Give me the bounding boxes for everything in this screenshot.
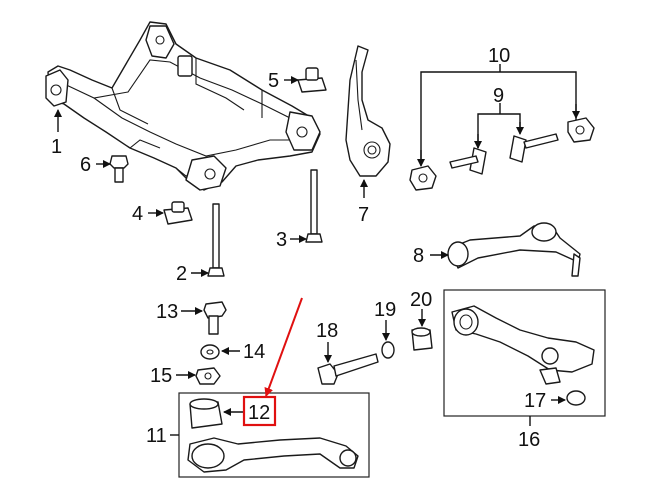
callout-19: 19: [374, 299, 396, 321]
callout-1: 1: [51, 136, 62, 158]
callout-3: 3: [276, 229, 287, 251]
callout-10: 10: [488, 45, 510, 67]
callout-12: 12: [248, 402, 270, 424]
callout-17: 17: [524, 390, 546, 412]
hardware-10-9: [409, 117, 595, 191]
nut-4: [163, 201, 193, 225]
highlight-arrow: [264, 297, 303, 397]
bolt-2: [207, 203, 225, 277]
callout-labels: 1 2 3 4 5 6 7 8 9 10 11 12 13 14 15 16 1…: [51, 45, 546, 451]
bolt-18: [317, 353, 379, 385]
callout-14: 14: [243, 341, 265, 363]
knuckle: [345, 45, 391, 177]
callout-6: 6: [80, 154, 91, 176]
washer-14: [200, 344, 220, 360]
callout-18: 18: [316, 320, 338, 342]
nut-5: [297, 67, 327, 93]
leader-lines: [54, 64, 580, 436]
bolt-13: [203, 301, 227, 335]
callout-16: 16: [518, 429, 540, 451]
callout-2: 2: [176, 263, 187, 285]
callout-15: 15: [150, 365, 172, 387]
callout-4: 4: [132, 203, 143, 225]
bushing-20: [411, 327, 433, 351]
nut-15: [195, 367, 221, 385]
box-16: [443, 289, 606, 417]
bolt-3: [305, 169, 323, 243]
lower-arm-16: [451, 305, 595, 406]
washer-19: [381, 341, 395, 359]
callout-9: 9: [493, 85, 504, 107]
callout-5: 5: [268, 70, 279, 92]
bolt-6: [109, 155, 129, 183]
highlight-box: [242, 395, 277, 427]
callout-7: 7: [358, 204, 369, 226]
subframe: [45, 21, 321, 191]
callout-13: 13: [156, 301, 178, 323]
upper-arm: [447, 222, 581, 277]
lower-arm-11: [187, 398, 359, 473]
callout-20: 20: [410, 289, 432, 311]
callout-8: 8: [413, 245, 424, 267]
callout-11: 11: [146, 425, 167, 447]
